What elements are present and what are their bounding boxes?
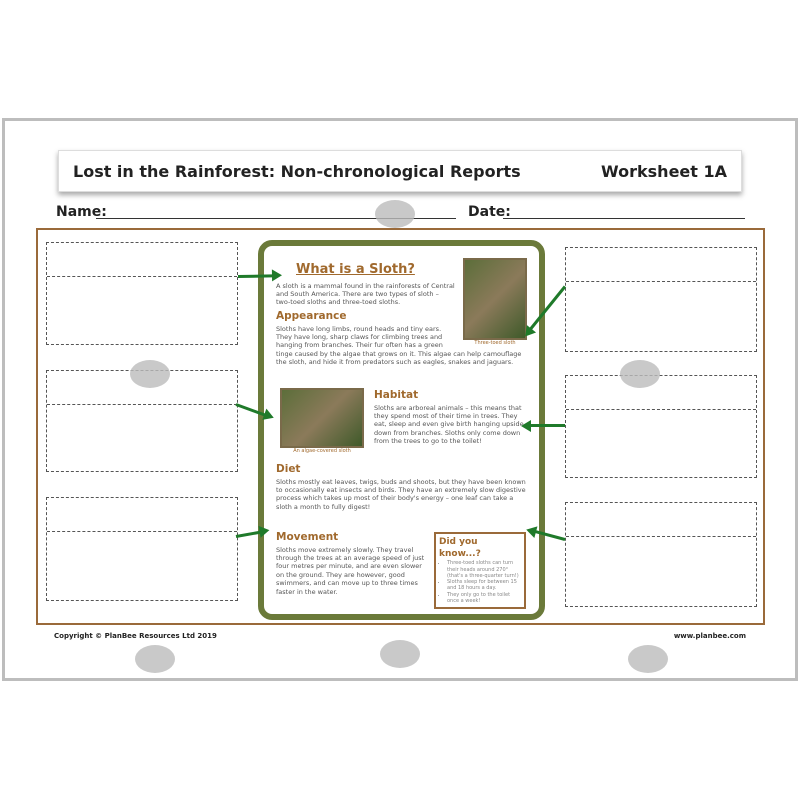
date-field[interactable] <box>503 218 745 219</box>
bee-watermark-icon <box>628 645 668 673</box>
dyk-item: Three-toed sloths can turn their heads a… <box>447 560 521 579</box>
bee-watermark-icon <box>620 360 660 388</box>
title-banner: Lost in the Rainforest: Non-chronologica… <box>58 150 742 192</box>
dyk-item: They only go to the toilet once a week! <box>447 592 521 605</box>
dyk-item: Sloths sleep for between 15 and 18 hours… <box>447 579 521 592</box>
answer-box-habitat-right[interactable] <box>565 375 757 478</box>
diet-text: Sloths mostly eat leaves, twigs, buds an… <box>276 477 526 511</box>
answer-box-photo[interactable] <box>565 247 757 352</box>
appearance-text: Sloths have long limbs, round heads and … <box>276 324 522 367</box>
intro-text: A sloth is a mammal found in the rainfor… <box>276 281 455 307</box>
habitat-heading: Habitat <box>374 389 419 401</box>
sloth-photo <box>463 258 527 340</box>
algae-sloth-figure: An algae-covered sloth <box>280 388 364 454</box>
appearance-heading: Appearance <box>276 309 347 322</box>
name-label: Name: <box>56 204 107 220</box>
activity-area <box>36 228 765 625</box>
copyright: Copyright © PlanBee Resources Ltd 2019 <box>54 632 217 640</box>
worksheet-title: Lost in the Rainforest: Non-chronologica… <box>73 161 521 181</box>
date-label: Date: <box>468 204 511 220</box>
website: www.planbee.com <box>673 632 746 640</box>
bee-watermark-icon <box>130 360 170 388</box>
bee-watermark-icon <box>375 200 415 228</box>
name-field[interactable] <box>96 218 456 219</box>
sloth-report: Three-toed sloth What is a Sloth? A slot… <box>258 240 545 620</box>
answer-box-appearance[interactable] <box>46 242 238 345</box>
worksheet-number: Worksheet 1A <box>601 161 727 181</box>
habitat-text: Sloths are arboreal animals – this means… <box>374 403 524 446</box>
dyk-heading: Did you know...? <box>439 537 481 559</box>
photo2-caption: An algae-covered sloth <box>293 448 351 454</box>
arrow-title <box>237 274 279 278</box>
movement-heading: Movement <box>276 531 339 543</box>
diet-heading: Diet <box>276 463 301 475</box>
algae-sloth-photo <box>280 388 364 448</box>
did-you-know-box: Did you know...? Three-toed sloths can t… <box>434 532 526 610</box>
sloth-photo-figure: Three-toed sloth <box>463 258 527 346</box>
photo1-caption: Three-toed sloth <box>474 340 516 346</box>
report-title: What is a Sloth? <box>296 262 415 277</box>
answer-box-did-you-know[interactable] <box>565 502 757 607</box>
bee-watermark-icon <box>135 645 175 673</box>
bee-watermark-icon <box>380 640 420 668</box>
movement-text: Sloths move extremely slowly. They trave… <box>276 545 425 596</box>
answer-box-movement[interactable] <box>46 497 238 601</box>
arrow-habitat <box>525 424 565 427</box>
